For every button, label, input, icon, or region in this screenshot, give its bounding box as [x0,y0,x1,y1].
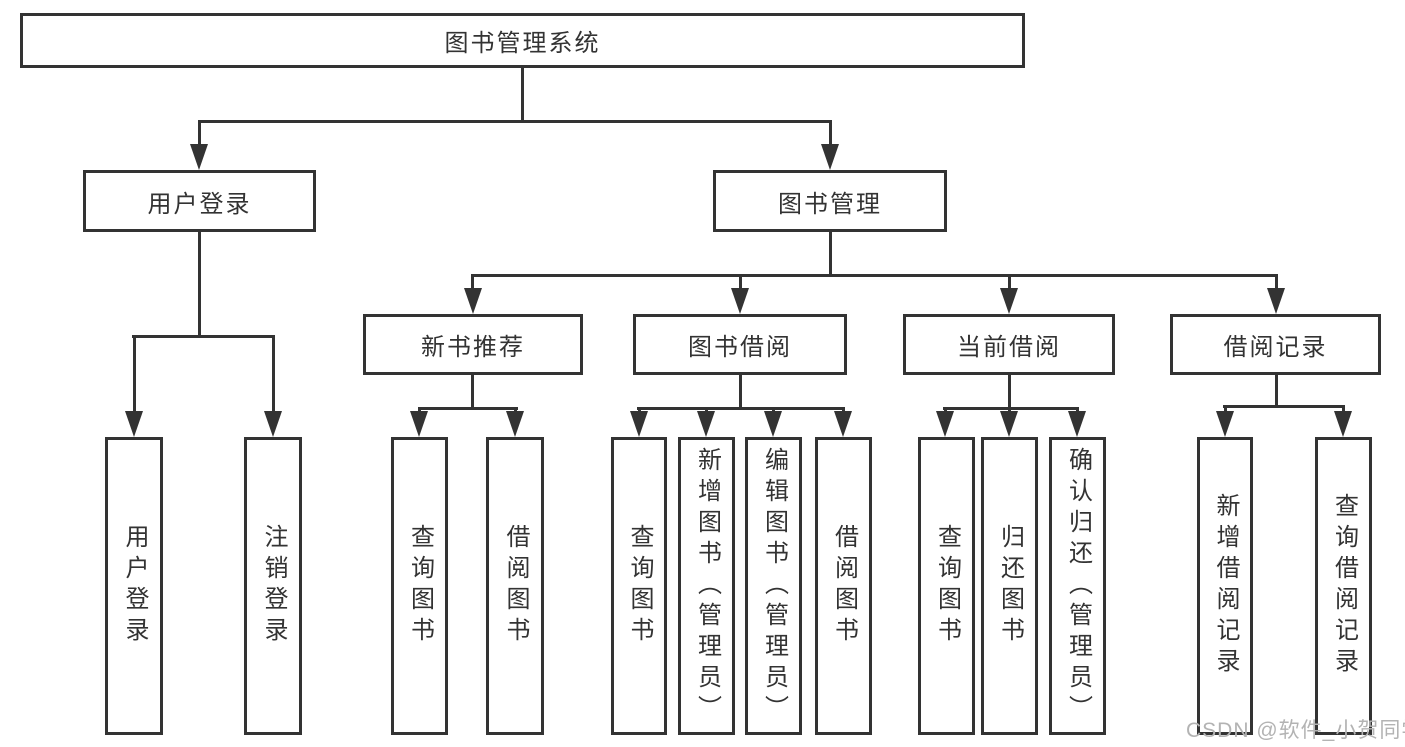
node-root-label: 图书管理系统 [444,30,601,57]
arrowhead-down-icon [1000,288,1018,314]
connector-root-stem [521,66,524,123]
leaf-return-books: 归还图书 [981,437,1038,735]
leaf-borrow-books-2: 借阅图书 [815,437,872,735]
leaf-label: 注销登录 [260,524,287,648]
leaf-label: 查询图书 [933,524,961,648]
leaf-add-books-admin: 新增图书（管理员） [678,437,735,735]
arrowhead-down-icon [1000,411,1018,437]
connector-drop-book-management [829,120,832,148]
leaf-label: 新增图书（管理员） [693,446,721,726]
node-book-borrow-label: 图书借阅 [688,334,792,361]
node-book-management: 图书管理 [713,170,947,232]
connector-drop-leaf [1224,405,1227,415]
connector-drop-logout-leaf [272,335,275,415]
node-book-management-label: 图书管理 [778,190,882,218]
connector-new-book-bus [418,407,518,410]
connector-drop-user-login [198,120,201,148]
leaf-label: 用户登录 [121,524,148,648]
connector-book-management-stem [829,230,832,277]
connector-drop-leaf [1342,405,1345,415]
node-user-login-label: 用户登录 [147,190,252,218]
arrowhead-down-icon [264,411,282,437]
connector-drop-current-borrow [1008,274,1011,290]
node-current-borrow: 当前借阅 [903,314,1115,375]
node-new-book-recommend: 新书推荐 [363,314,583,375]
leaf-query-books-1: 查询图书 [391,437,448,735]
connector-current-borrow-bus [943,407,1079,410]
connector-book-borrow-stem [739,373,742,410]
leaf-label: 确认归还（管理员） [1064,446,1092,726]
node-borrow-records-label: 借阅记录 [1223,334,1328,361]
arrowhead-down-icon [464,288,482,314]
connector-current-borrow-stem [1008,373,1011,410]
arrowhead-down-icon [506,411,524,437]
arrowhead-down-icon [834,411,852,437]
arrowhead-down-icon [1334,411,1352,437]
connector-new-book-stem [471,373,474,410]
leaf-borrow-books-1: 借阅图书 [486,437,544,735]
leaf-confirm-return-admin: 确认归还（管理员） [1049,437,1106,735]
arrowhead-down-icon [410,411,428,437]
arrowhead-down-icon [821,144,839,170]
arrowhead-down-icon [125,411,143,437]
arrowhead-down-icon [1216,411,1234,437]
arrowhead-down-icon [1267,288,1285,314]
node-book-borrow: 图书借阅 [633,314,847,375]
arrowhead-down-icon [731,288,749,314]
node-new-book-recommend-label: 新书推荐 [421,334,525,361]
node-user-login: 用户登录 [83,170,316,232]
leaf-label: 借阅图书 [830,524,858,648]
connector-user-login-bus [132,335,275,338]
arrowhead-down-icon [190,144,208,170]
leaf-add-borrow-record: 新增借阅记录 [1197,437,1253,735]
connector-drop-borrow-records [1275,274,1278,290]
leaf-query-books-3: 查询图书 [918,437,975,735]
node-borrow-records: 借阅记录 [1170,314,1381,375]
connector-borrow-records-bus [1223,405,1345,408]
connector-borrow-records-stem [1275,373,1278,408]
connector-level2-bus [198,120,832,123]
arrowhead-down-icon [630,411,648,437]
leaf-label: 查询图书 [406,524,434,648]
connector-drop-new-book [471,274,474,290]
leaf-edit-books-admin: 编辑图书（管理员） [745,437,802,735]
leaf-query-borrow-record: 查询借阅记录 [1315,437,1372,735]
leaf-label: 借阅图书 [502,524,529,648]
arrowhead-down-icon [697,411,715,437]
connector-level3-bus [471,274,1278,277]
leaf-logout: 注销登录 [244,437,302,735]
arrowhead-down-icon [936,411,954,437]
leaf-label: 编辑图书（管理员） [760,446,788,726]
leaf-label: 查询图书 [626,524,653,648]
leaf-label: 归还图书 [996,524,1024,648]
node-root: 图书管理系统 [20,13,1025,68]
leaf-query-books-2: 查询图书 [611,437,667,735]
watermark-text: CSDN @软件_小贺同学 [1186,719,1405,742]
leaf-label: 查询借阅记录 [1330,493,1358,679]
connector-drop-book-borrow [739,274,742,290]
connector-book-borrow-bus [637,407,845,410]
arrowhead-down-icon [1068,411,1086,437]
connector-drop-login-leaf [133,335,136,415]
connector-user-login-stem [198,230,201,338]
arrowhead-down-icon [764,411,782,437]
node-current-borrow-label: 当前借阅 [957,334,1061,361]
leaf-user-login: 用户登录 [105,437,163,735]
leaf-label: 新增借阅记录 [1212,493,1239,679]
